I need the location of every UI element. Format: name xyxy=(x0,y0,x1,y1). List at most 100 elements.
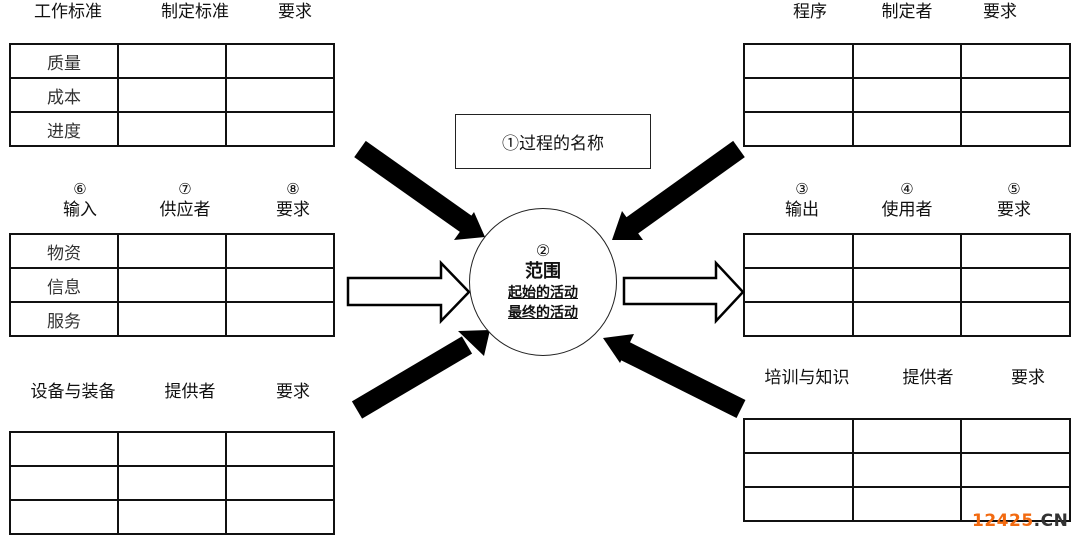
table-cell xyxy=(960,452,1071,488)
arrow-top-left-icon xyxy=(354,140,485,240)
output-header: ③ 输出 xyxy=(762,179,842,221)
table-cell xyxy=(851,77,963,113)
table-row: 质量 xyxy=(9,43,335,79)
process-name: ①过程的名称 xyxy=(502,134,604,154)
user-number: ④ xyxy=(900,180,914,198)
output-arrow-icon xyxy=(622,259,745,325)
table-cell: 质量 xyxy=(9,43,119,79)
table-cell xyxy=(743,418,854,454)
watermark-main: 12425 xyxy=(972,511,1034,531)
table-row: 成本 xyxy=(9,77,335,113)
table-cell xyxy=(851,43,963,79)
equipment-table xyxy=(9,431,335,535)
bottom-right-header-1: 培训与知识 xyxy=(764,368,850,388)
bottom-left-header-3: 要求 xyxy=(276,382,310,402)
start-activity: 起始的活动 xyxy=(508,285,578,301)
table-row xyxy=(743,486,1071,522)
watermark-logo: 12425.CN xyxy=(972,511,1068,531)
table-row xyxy=(9,499,335,535)
process-name-box: ①过程的名称 xyxy=(455,114,651,169)
table-cell xyxy=(225,77,335,113)
table-cell xyxy=(117,43,227,79)
table-cell xyxy=(225,499,335,535)
top-right-header-3: 要求 xyxy=(983,2,1017,22)
table-cell xyxy=(225,465,335,501)
top-left-header-3: 要求 xyxy=(278,2,312,22)
bottom-left-header-2: 提供者 xyxy=(164,382,216,402)
table-row xyxy=(743,418,1071,454)
table-cell xyxy=(743,301,854,337)
input-requirement-label: 要求 xyxy=(276,200,310,220)
table-cell xyxy=(117,267,227,303)
table-cell xyxy=(117,301,227,337)
table-cell xyxy=(743,452,854,488)
table-cell xyxy=(225,43,335,79)
table-row xyxy=(743,233,1071,269)
input-requirement-header: ⑧ 要求 xyxy=(253,179,333,221)
table-cell xyxy=(851,111,963,147)
table-cell xyxy=(117,431,227,467)
table-row xyxy=(743,111,1071,147)
bottom-left-header-1: 设备与装备 xyxy=(30,382,116,402)
table-cell xyxy=(225,301,335,337)
table-cell xyxy=(117,465,227,501)
table-cell xyxy=(9,431,119,467)
output-label: 输出 xyxy=(785,200,819,220)
scope-circle: ② 范围 起始的活动 最终的活动 xyxy=(469,208,617,356)
supplier-number: ⑦ xyxy=(178,180,192,198)
arrow-top-right-icon xyxy=(612,140,745,240)
bottom-right-header-3: 要求 xyxy=(1011,368,1045,388)
table-cell xyxy=(960,267,1071,303)
table-cell xyxy=(960,77,1071,113)
table-cell: 进度 xyxy=(9,111,119,147)
table-cell xyxy=(960,43,1071,79)
table-row xyxy=(743,452,1071,488)
table-cell xyxy=(851,301,963,337)
table-cell xyxy=(117,111,227,147)
table-cell xyxy=(225,233,335,269)
user-header: ④ 使用者 xyxy=(867,179,947,221)
table-row xyxy=(9,431,335,467)
table-row xyxy=(743,43,1071,79)
top-right-header-1: 程序 xyxy=(793,2,827,22)
table-cell xyxy=(743,267,854,303)
table-cell: 物资 xyxy=(9,233,119,269)
top-left-header-1: 工作标准 xyxy=(34,2,102,22)
bottom-right-header-2: 提供者 xyxy=(902,368,954,388)
table-cell xyxy=(9,465,119,501)
table-row: 进度 xyxy=(9,111,335,147)
table-cell xyxy=(743,77,854,113)
table-cell xyxy=(743,486,854,522)
table-cell xyxy=(225,267,335,303)
table-cell xyxy=(225,111,335,147)
input-label: 输入 xyxy=(63,200,97,220)
output-requirement-header: ⑤ 要求 xyxy=(974,179,1054,221)
table-cell: 信息 xyxy=(9,267,119,303)
scope-title: 范围 xyxy=(525,261,561,282)
table-cell xyxy=(743,233,854,269)
table-row: 服务 xyxy=(9,301,335,337)
table-cell xyxy=(225,431,335,467)
supplier-header: ⑦ 供应者 xyxy=(145,179,225,221)
training-table xyxy=(743,418,1071,522)
table-cell xyxy=(743,111,854,147)
table-cell xyxy=(851,233,963,269)
table-cell xyxy=(960,486,1071,522)
inputs-table: 物资 信息 服务 xyxy=(9,233,335,337)
user-label: 使用者 xyxy=(881,200,933,220)
table-cell xyxy=(9,499,119,535)
table-row: 信息 xyxy=(9,267,335,303)
end-activity: 最终的活动 xyxy=(508,305,578,321)
table-cell xyxy=(117,499,227,535)
output-requirement-number: ⑤ xyxy=(1007,180,1021,198)
table-cell xyxy=(960,111,1071,147)
supplier-label: 供应者 xyxy=(159,200,211,220)
top-left-header-2: 制定标准 xyxy=(161,2,229,22)
table-row xyxy=(743,301,1071,337)
table-cell xyxy=(117,77,227,113)
table-cell xyxy=(960,301,1071,337)
procedure-table xyxy=(743,43,1071,147)
watermark-suffix: .CN xyxy=(1033,511,1069,531)
table-cell xyxy=(851,418,963,454)
input-number: ⑥ xyxy=(73,180,87,198)
